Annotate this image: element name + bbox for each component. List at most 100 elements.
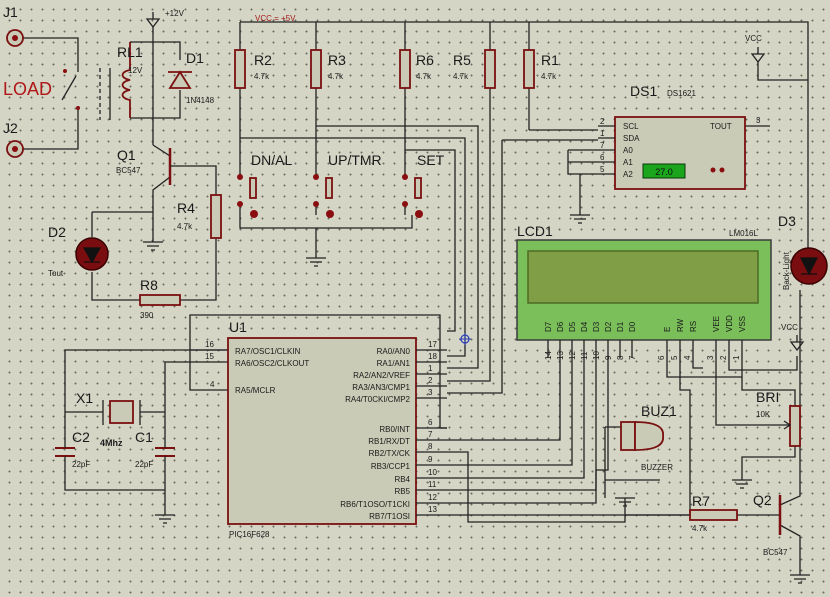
svg-text:2: 2 [600,117,605,126]
svg-text:RW: RW [676,318,685,332]
label-vcc5: VCC = +5V [255,14,296,23]
label-u1-part: PIC16F628 [229,530,270,539]
temp-display: 27.0 [655,167,673,177]
led-d3 [790,247,828,285]
label-ds1: DS1 [630,83,657,99]
svg-text:RA3/AN3/CMP1: RA3/AN3/CMP1 [352,383,410,392]
svg-text:D6: D6 [556,321,565,332]
label-r7-val: 4.7k [692,524,708,533]
label-dn-al: DN/AL [251,152,292,168]
push-buttons [237,160,423,218]
button-set [402,160,423,218]
svg-text:TOUT: TOUT [710,122,732,131]
label-j2: J2 [3,120,18,136]
svg-text:RB6/T1OSO/T1CKI: RB6/T1OSO/T1CKI [340,500,410,509]
label-set: SET [417,152,445,168]
svg-text:2: 2 [428,376,433,385]
label-d3: D3 [778,213,796,229]
svg-text:13: 13 [428,505,437,514]
label-r6-val: 4.7k [416,72,432,81]
svg-text:2: 2 [719,355,728,360]
button-dn-al [237,160,258,218]
label-buz1: BUZ1 [641,403,677,419]
svg-text:1: 1 [600,129,605,138]
label-x1: X1 [76,390,93,406]
label-r8-val: 390 [140,311,154,320]
label-q1: Q1 [117,147,136,163]
svg-text:1: 1 [732,355,741,360]
label-buzzer: BUZZER [641,463,673,472]
svg-text:A1: A1 [623,158,633,167]
svg-text:10: 10 [592,351,601,360]
svg-text:7: 7 [600,141,605,150]
svg-text:VDD: VDD [725,315,734,332]
svg-text:RA0/AN0: RA0/AN0 [377,347,411,356]
label-vcc-top: VCC [745,34,762,43]
svg-text:6: 6 [428,418,433,427]
label-j1: J1 [3,4,18,20]
capacitors [55,430,175,468]
svg-text:VSS: VSS [738,316,747,332]
resistors [139,49,801,521]
svg-text:11: 11 [428,480,437,489]
svg-text:9: 9 [428,455,433,464]
transistor-q1 [168,148,180,185]
svg-text:D4: D4 [580,321,589,332]
svg-text:10: 10 [428,468,437,477]
svg-text:D5: D5 [568,321,577,332]
svg-text:5: 5 [600,165,605,174]
svg-text:RB2/TX/CK: RB2/TX/CK [369,449,411,458]
label-r3: R3 [328,52,346,68]
label-r1-val: 4.7k [541,72,557,81]
svg-text:RB1/RX/DT: RB1/RX/DT [368,437,410,446]
svg-text:8: 8 [616,355,625,360]
svg-text:12: 12 [428,493,437,502]
lcd-pin-numbers: 14 13 12 11 10 9 8 7 6 5 4 3 2 1 [544,351,741,360]
power-arrows [145,12,808,352]
svg-text:SDA: SDA [623,134,640,143]
label-load: LOAD [3,79,52,99]
ds1621-chip [598,116,746,190]
labels: J1 J2 LOAD RL1 12V +12V D1 1N4148 Q1 BC5… [3,4,798,557]
label-rl1-volt: 12V [128,66,143,75]
label-r7: R7 [692,493,710,509]
svg-text:D1: D1 [616,321,625,332]
svg-text:6: 6 [600,153,605,162]
svg-text:3: 3 [756,116,761,125]
label-ds1-part: DS1621 [667,89,696,98]
svg-text:RS: RS [689,321,698,332]
label-up-tmr: UP/TMR [328,152,382,168]
svg-text:1: 1 [428,364,433,373]
label-rl1: RL1 [117,44,143,60]
svg-text:D0: D0 [628,321,637,332]
label-r8: R8 [140,277,158,293]
svg-text:VEE: VEE [712,316,721,332]
label-r1: R1 [541,52,559,68]
label-r2: R2 [254,52,272,68]
label-r5-val: 4.7k [453,72,469,81]
connector-j1 [6,29,24,47]
label-lcd1: LCD1 [517,223,553,239]
svg-text:SCL: SCL [623,122,639,131]
svg-text:RB0/INT: RB0/INT [379,425,410,434]
svg-text:RB4: RB4 [394,475,410,484]
svg-text:18: 18 [428,352,437,361]
label-lcd-part: LM016L [729,229,758,238]
label-c1: C1 [135,429,153,445]
svg-text:12: 12 [568,351,577,360]
label-c2-val: 22pF [72,460,90,469]
svg-text:A0: A0 [623,146,633,155]
svg-text:RA2/AN2/VREF: RA2/AN2/VREF [353,371,410,380]
label-12v: +12V [165,9,185,18]
svg-text:16: 16 [205,340,214,349]
svg-text:RA4/T0CKI/CMP2: RA4/T0CKI/CMP2 [345,395,410,404]
svg-text:D3: D3 [592,321,601,332]
svg-text:3: 3 [706,355,715,360]
lcd-lm016l [516,239,772,358]
svg-text:4: 4 [210,380,215,389]
label-r2-val: 4.7k [254,72,270,81]
label-bri-val: 10K [756,410,771,419]
svg-text:11: 11 [580,351,589,360]
